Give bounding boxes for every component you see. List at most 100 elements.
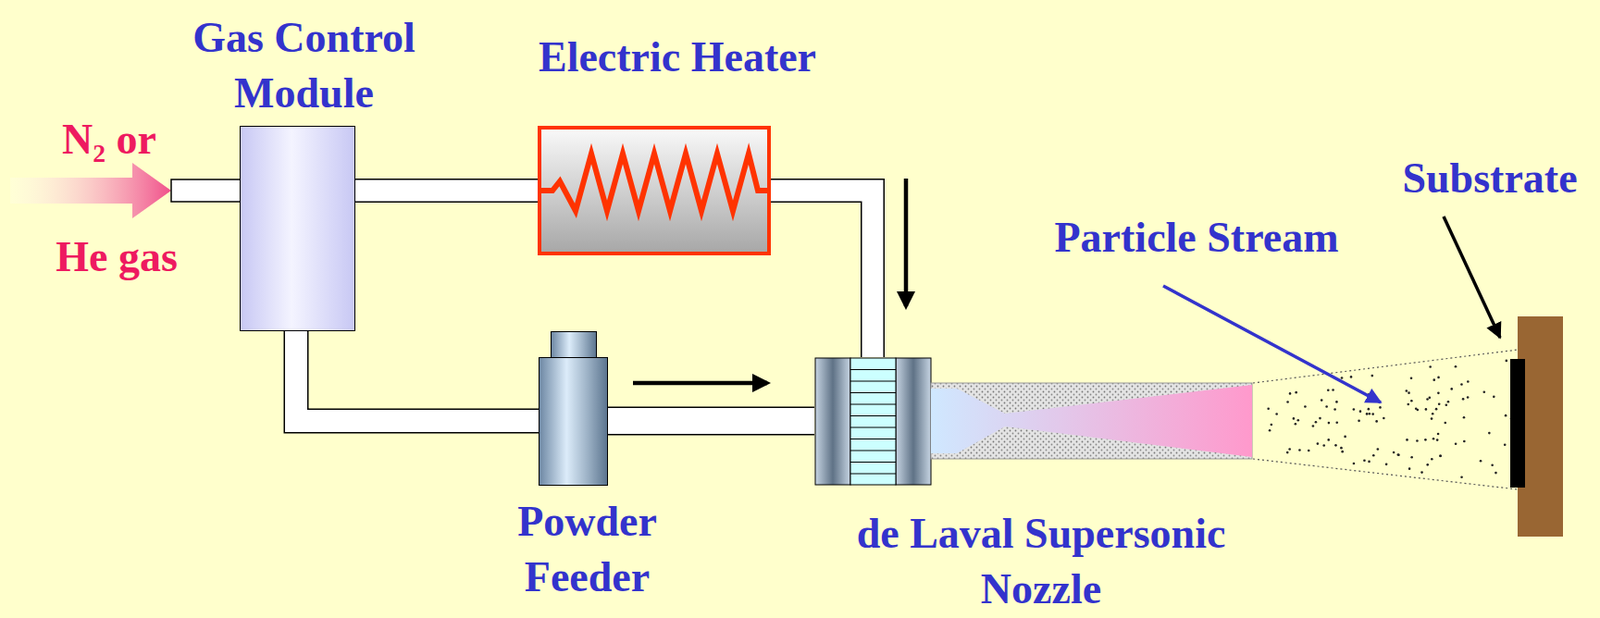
particle <box>1482 390 1486 394</box>
particle <box>1294 422 1298 426</box>
particle <box>1307 449 1311 453</box>
particle <box>1372 454 1376 458</box>
particle <box>1503 443 1507 447</box>
particle <box>1340 450 1344 454</box>
particle <box>1432 437 1436 441</box>
node-title: Electric Heater <box>492 29 863 86</box>
node-label: de Laval Supersonic Nozzle <box>800 506 1282 618</box>
gas-pipe <box>355 190 538 192</box>
particle <box>1320 398 1324 402</box>
pipe-bore <box>770 190 873 358</box>
particle <box>1385 463 1389 467</box>
particle <box>1314 421 1318 424</box>
particle <box>1327 388 1330 392</box>
node-title: de Laval Supersonic Nozzle <box>800 506 1282 618</box>
particle <box>1416 409 1420 412</box>
particle <box>1275 412 1278 416</box>
particle <box>1438 454 1442 458</box>
particle <box>1479 459 1483 463</box>
particle <box>1431 412 1435 416</box>
node-title: Powder Feeder <box>481 494 695 606</box>
gas-pipe <box>607 383 815 422</box>
particle <box>1312 424 1315 428</box>
particle <box>1463 416 1466 420</box>
particle <box>1410 376 1414 380</box>
particle <box>1410 456 1414 459</box>
particle <box>1363 458 1366 462</box>
pipe-wall <box>607 407 815 436</box>
particle <box>1339 446 1343 450</box>
particle <box>1466 380 1470 384</box>
particle <box>1438 455 1442 459</box>
particle <box>1340 376 1344 380</box>
particle <box>1445 403 1449 407</box>
pipe-wall <box>770 190 873 358</box>
particle <box>1322 444 1326 447</box>
particle <box>1359 409 1363 413</box>
particle <box>1297 419 1301 422</box>
particle <box>1466 396 1470 399</box>
particle <box>1303 405 1307 409</box>
feeder-cap <box>550 331 597 359</box>
gas-inlet-arrow <box>10 162 172 219</box>
powder-feeder: Powder Feeder <box>538 357 608 486</box>
particle <box>1437 433 1440 436</box>
particle <box>1270 423 1274 427</box>
heater-box: Electric Heater <box>537 125 771 256</box>
node-label: Electric Heater <box>492 29 863 86</box>
particle <box>1420 471 1424 474</box>
particle <box>1371 374 1375 378</box>
particle <box>1454 442 1458 446</box>
particle <box>1407 391 1411 395</box>
particle <box>1426 463 1429 467</box>
gas-pipe <box>770 178 906 358</box>
particle <box>1397 453 1401 457</box>
particle <box>1462 397 1465 401</box>
gas-pipe <box>296 331 539 422</box>
coating <box>1510 359 1526 488</box>
particle <box>1424 438 1427 442</box>
particle <box>1463 440 1466 444</box>
inlet-pipe <box>171 179 242 202</box>
particle <box>1430 458 1434 461</box>
particle <box>1447 400 1451 404</box>
part-label: Substrate <box>1401 152 1577 204</box>
particle <box>1357 420 1361 423</box>
stream-edge <box>1252 458 1518 490</box>
particle <box>1286 451 1290 455</box>
particle <box>1318 417 1322 421</box>
particle <box>1268 429 1272 433</box>
nozzle-drawing <box>814 357 1253 486</box>
particle <box>1333 408 1337 411</box>
particle <box>1460 383 1464 386</box>
flow-arrow <box>904 178 909 307</box>
particle <box>1382 417 1386 421</box>
gas-label: N₂ or <box>62 113 157 165</box>
particle <box>1397 453 1401 457</box>
particle <box>1327 421 1331 425</box>
particle <box>1352 408 1356 411</box>
particle <box>1488 432 1491 435</box>
nozzle-assembly: de Laval Supersonic Nozzle <box>814 357 1253 486</box>
particle <box>1343 435 1347 439</box>
particle <box>1428 365 1432 369</box>
particle <box>1335 421 1339 424</box>
particle <box>1367 460 1371 464</box>
particle <box>1327 438 1330 442</box>
particle <box>1334 444 1338 447</box>
particle <box>1325 405 1328 409</box>
particle <box>1408 467 1412 471</box>
particle <box>1286 400 1290 404</box>
particle <box>1298 448 1302 452</box>
particle <box>1437 376 1440 380</box>
particle <box>1289 392 1292 396</box>
particle <box>1392 451 1396 455</box>
pipe-bore <box>296 331 539 422</box>
particle <box>1443 421 1447 425</box>
pipe-bore <box>607 408 815 435</box>
particle <box>1352 462 1356 466</box>
particle <box>1436 438 1439 442</box>
particle <box>1375 420 1378 423</box>
particle <box>1490 463 1494 467</box>
